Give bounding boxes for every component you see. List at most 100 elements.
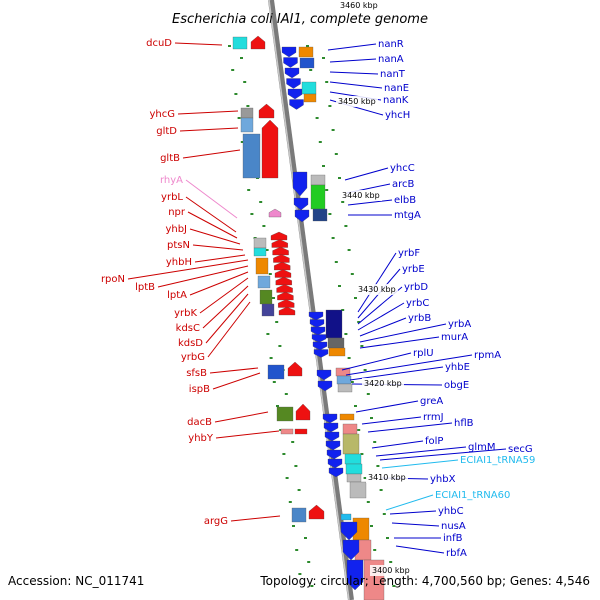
gene-arrow-reverse — [289, 99, 304, 110]
feature-box — [299, 57, 315, 69]
track-dot — [363, 477, 367, 479]
gene-label-yrbc[interactable]: yrbC — [406, 298, 429, 309]
gene-label-yhcc[interactable]: yhcC — [390, 163, 415, 174]
gene-label-arcb[interactable]: arcB — [392, 179, 415, 190]
track-dot — [341, 309, 345, 311]
gene-label-hflb[interactable]: hflB — [454, 418, 474, 429]
feature-box — [301, 81, 317, 95]
gene-label-rplu[interactable]: rplU — [413, 348, 434, 359]
gene-label-nant[interactable]: nanT — [380, 69, 406, 80]
track-dot — [246, 105, 250, 107]
gene-label-eciai1-trna59[interactable]: ECIAI1_tRNA59 — [460, 455, 535, 466]
gene-arrow-forward — [278, 299, 295, 308]
track-dot — [272, 381, 276, 383]
gene-label-yhbj[interactable]: yhbJ — [165, 224, 187, 235]
gene-label-yrbl[interactable]: yrbL — [161, 192, 183, 203]
gene-label-sfsb[interactable]: sfsB — [186, 368, 207, 379]
gene-label-mtga[interactable]: mtgA — [394, 210, 421, 221]
gene-arrow-reverse — [324, 431, 340, 442]
gene-label-yrbe[interactable]: yrbE — [402, 264, 425, 275]
gene-label-elbb[interactable]: elbB — [394, 195, 416, 206]
gene-label-rpma[interactable]: rpmA — [474, 350, 501, 361]
gene-label-kdsc[interactable]: kdsC — [176, 323, 200, 334]
scale-label: 3430 kbp — [358, 285, 396, 294]
track-dot — [259, 201, 263, 203]
gene-label-argg[interactable]: argG — [204, 516, 228, 527]
track-dot — [315, 117, 319, 119]
track-dot — [373, 549, 377, 551]
gene-label-glmm[interactable]: glmM — [468, 442, 496, 453]
gene-label-gltd[interactable]: gltD — [156, 126, 177, 137]
connector-secg — [379, 448, 507, 461]
gene-label-nana[interactable]: nanA — [378, 54, 404, 65]
gene-label-yhcg[interactable]: yhcG — [149, 109, 175, 120]
gene-label-dcud[interactable]: dcuD — [146, 38, 172, 49]
gene-label-lptb[interactable]: lptB — [135, 282, 155, 293]
gene-label-npr[interactable]: npr — [168, 207, 186, 218]
gene-label-nank[interactable]: nanK — [383, 95, 409, 106]
gene-label-ispb[interactable]: ispB — [189, 384, 210, 395]
gene-label-folp[interactable]: folP — [425, 436, 443, 447]
scale-label-bg — [356, 284, 398, 295]
gene-label-eciai1-trna60[interactable]: ECIAI1_tRNA60 — [435, 490, 510, 501]
gene-arrow-forward — [270, 231, 288, 241]
gene-label-gltb[interactable]: gltB — [160, 153, 180, 164]
feature-box — [257, 275, 271, 289]
gene-label-rpon[interactable]: rpoN — [101, 274, 125, 285]
scale-label-bg — [362, 378, 404, 389]
gene-label-rbfa[interactable]: rbfA — [446, 548, 467, 559]
gene-label-infb[interactable]: infB — [443, 533, 463, 544]
gene-arrow-reverse — [283, 57, 298, 68]
track-dot — [250, 213, 254, 215]
track-dot — [306, 45, 309, 47]
gene-label-yrbk[interactable]: yrbK — [174, 308, 197, 319]
scale-label: 3410 kbp — [368, 473, 406, 482]
gene-arrow-reverse — [342, 539, 360, 561]
feature-box — [261, 303, 275, 317]
gene-label-rhya[interactable]: rhyA — [160, 175, 183, 186]
gene-label-yrbd[interactable]: yrbD — [404, 282, 428, 293]
gene-label-nanr[interactable]: nanR — [378, 39, 404, 50]
gene-label-yhby[interactable]: yhbY — [188, 433, 214, 444]
gene-label-yrbf[interactable]: yrbF — [398, 248, 420, 259]
gene-label-ptsn[interactable]: ptsN — [167, 240, 190, 251]
accession-text: Accession: NC_011741 — [8, 574, 144, 588]
connector-rhya — [185, 179, 238, 219]
gene-arrow-forward — [274, 269, 292, 278]
gene-label-yrba[interactable]: yrbA — [448, 319, 471, 330]
gene-label-rrmj[interactable]: rrmJ — [423, 412, 444, 423]
gene-label-yhbx[interactable]: yhbX — [430, 474, 456, 485]
gene-label-kdsd[interactable]: kdsD — [178, 338, 203, 349]
gene-label-dacb[interactable]: dacB — [187, 417, 212, 428]
connector-eciai1-trna59 — [381, 459, 459, 469]
feature-box — [267, 364, 285, 380]
gene-label-obge[interactable]: obgE — [444, 380, 469, 391]
track-dot — [294, 465, 298, 467]
track-dot — [272, 297, 275, 299]
track-dot — [240, 57, 243, 59]
gene-label-nane[interactable]: nanE — [384, 83, 409, 94]
gene-arrow-reverse — [317, 380, 333, 392]
track-dot — [350, 381, 354, 383]
gene-label-yhbe[interactable]: yhbE — [445, 362, 470, 373]
track-dot — [228, 45, 231, 47]
gene-label-secg[interactable]: secG — [508, 444, 533, 455]
gene-arrow-reverse — [308, 311, 324, 321]
gene-label-yrbg[interactable]: yrbG — [181, 352, 205, 363]
gene-label-grea[interactable]: greA — [420, 396, 443, 407]
track-dot — [370, 417, 373, 419]
connector-argg — [230, 515, 281, 522]
gene-label-yrbb[interactable]: yrbB — [408, 313, 431, 324]
gene-label-yhbh[interactable]: yhbH — [166, 257, 192, 268]
label-connectors — [127, 42, 507, 554]
gene-label-yhch[interactable]: yhcH — [385, 110, 410, 121]
track-dot — [307, 561, 311, 563]
gene-label-lpta[interactable]: lptA — [167, 290, 187, 301]
gene-label-yhbc[interactable]: yhbC — [438, 506, 464, 517]
feature-box — [349, 481, 367, 499]
gene-label-mura[interactable]: murA — [441, 332, 468, 343]
gene-label-nusa[interactable]: nusA — [441, 521, 466, 532]
connector-nane — [329, 81, 383, 89]
scale-label-bg — [338, 0, 380, 11]
